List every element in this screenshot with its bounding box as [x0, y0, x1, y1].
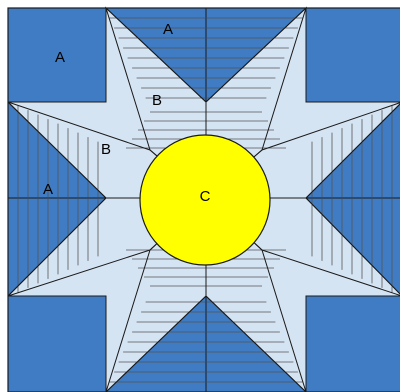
- corner-square-bottom-left: [8, 296, 106, 392]
- corner-square-bottom-right: [306, 296, 400, 392]
- label-a-left: A: [43, 181, 53, 198]
- label-b-left: B: [101, 141, 111, 158]
- label-c-center: C: [200, 188, 211, 205]
- label-a-top: A: [163, 21, 173, 38]
- label-a-top-left: A: [55, 49, 65, 66]
- label-b-upper: B: [152, 92, 162, 109]
- corner-square-top-right: [306, 8, 400, 102]
